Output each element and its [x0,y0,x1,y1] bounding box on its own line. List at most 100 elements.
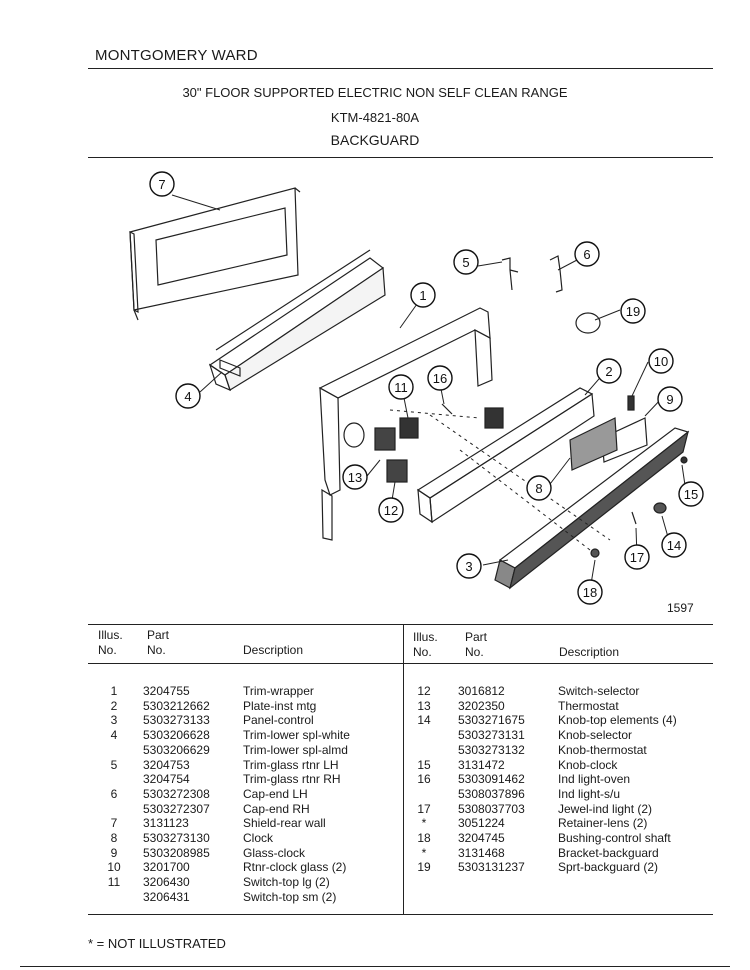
left-desc-cell: Panel-control [243,713,314,728]
right-illus-cell: 17 [417,801,431,816]
part-clock [569,417,618,471]
table-divider [403,624,404,914]
table-rule-header [88,663,713,664]
hdr-no-right: No. [413,645,432,659]
left-part-cell: 3131123 [143,816,189,831]
part-knob-top [653,502,667,514]
right-part-cell: 5303273131 [458,728,525,743]
left-part-cell: 5303273133 [143,713,210,728]
right-desc-cell: Sprt-backguard (2) [558,860,659,875]
right-part-cell: 3131472 [458,757,505,772]
callout-15: 15 [678,481,704,507]
part-rtnr-clock-glass [627,395,635,411]
left-desc-cell: Trim-lower spl-almd [243,742,348,757]
part-switch-top-sm [484,407,504,429]
right-illus-cell [413,728,435,743]
svg-text:1: 1 [419,288,426,303]
callout-7: 7 [149,171,175,197]
left-illus-cell: 1 [110,684,118,698]
right-desc-cell: Switch-selector [558,684,640,698]
right-illus-cell: 16 [417,772,431,787]
table-rule-bottom [88,914,713,915]
callout-3: 3 [456,553,482,579]
left-desc-cell: Cap-end LH [243,786,308,801]
right-part-cell: 5303273132 [458,742,525,757]
svg-text:9: 9 [666,392,673,407]
hdr-partno-right: No. [465,645,484,659]
part-ind-light [441,403,453,415]
left-illus-cell: 11 [107,875,121,890]
left-illus-cell [100,802,128,817]
hdr-part-left: Part [147,628,170,642]
right-part-cell: 3202350 [458,698,505,713]
left-illus-cell: 3 [110,713,118,728]
left-illus-cell: 5 [110,757,118,772]
left-part-cell: 3204753 [143,757,190,772]
right-illus-cell: 15 [417,757,431,772]
header-rule-top [88,68,713,69]
right-illus-cell: 13 [417,698,431,713]
part-plate-inst-mtg [416,387,595,524]
svg-text:10: 10 [654,354,668,369]
callout-6: 6 [574,241,600,267]
svg-text:2: 2 [605,364,612,379]
svg-text:3: 3 [465,559,472,574]
header-rule-bottom [88,157,713,158]
part-switch-top-lg [399,417,419,439]
part-knob-clock [680,456,688,464]
left-illus-cell: 10 [107,860,121,875]
left-illus-cell: 8 [110,831,118,846]
svg-text:12: 12 [384,503,398,518]
part-bushing [590,548,600,558]
left-desc-cell: Plate-inst mtg [243,698,317,713]
callout-1: 1 [410,282,436,308]
right-part-cell: 3016812 [458,684,505,698]
document-title: 30" FLOOR SUPPORTED ELECTRIC NON SELF CL… [182,85,568,100]
left-part-cell: 5303206628 [143,728,210,743]
part-shield-rear-wall [129,187,301,321]
callout-2: 2 [596,358,622,384]
svg-text:16: 16 [433,371,447,386]
right-part-cell: 3204745 [458,831,505,846]
right-illus-cell [413,743,435,758]
left-illus-cell: 6 [110,786,118,801]
right-illus-cell: 18 [417,831,431,846]
left-illus-cell: 7 [110,816,118,831]
right-part-cell: 5308037896 [458,786,525,801]
left-desc-cell: Switch-top lg (2) [243,875,330,890]
left-part-cell: 5303212662 [143,698,210,713]
svg-text:13: 13 [348,470,362,485]
right-desc-cell: Ind light-s/u [558,786,621,801]
callout-12: 12 [378,497,404,523]
part-panel-control [494,427,690,590]
left-illus-cell [100,890,128,905]
left-desc-cell: Switch-top sm (2) [243,889,337,904]
figure-number: 1597 [667,601,694,615]
right-desc-cell: Knob-selector [558,728,633,743]
section-title: BACKGUARD [330,132,420,148]
right-part-cell: 5308037703 [458,801,525,816]
callout-4: 4 [175,383,201,409]
svg-text:4: 4 [184,389,191,404]
svg-text:19: 19 [626,304,640,319]
part-sprt-backguard [575,312,601,334]
svg-text:15: 15 [684,487,698,502]
brand-name: MONTGOMERY WARD [95,47,258,64]
svg-text:6: 6 [583,247,590,262]
right-desc-cell: Knob-clock [558,757,618,772]
svg-text:18: 18 [583,585,597,600]
left-part-cell: 3206431 [143,889,190,904]
right-desc-cell: Ind light-oven [558,772,631,787]
left-desc-cell: Cap-end RH [243,801,310,816]
callout-13: 13 [342,464,368,490]
right-illus-cell: 14 [417,713,431,728]
hdr-desc-right: Description [559,645,620,659]
svg-text:5: 5 [462,255,469,270]
callout-19: 19 [620,298,646,324]
hdr-desc-left: Description [243,643,304,657]
left-desc-cell: Glass-clock [243,845,306,860]
left-desc-cell: Rtnr-clock glass (2) [243,860,347,875]
left-part-cell: 5303272308 [143,786,210,801]
right-desc-cell: Retainer-lens (2) [558,816,648,831]
